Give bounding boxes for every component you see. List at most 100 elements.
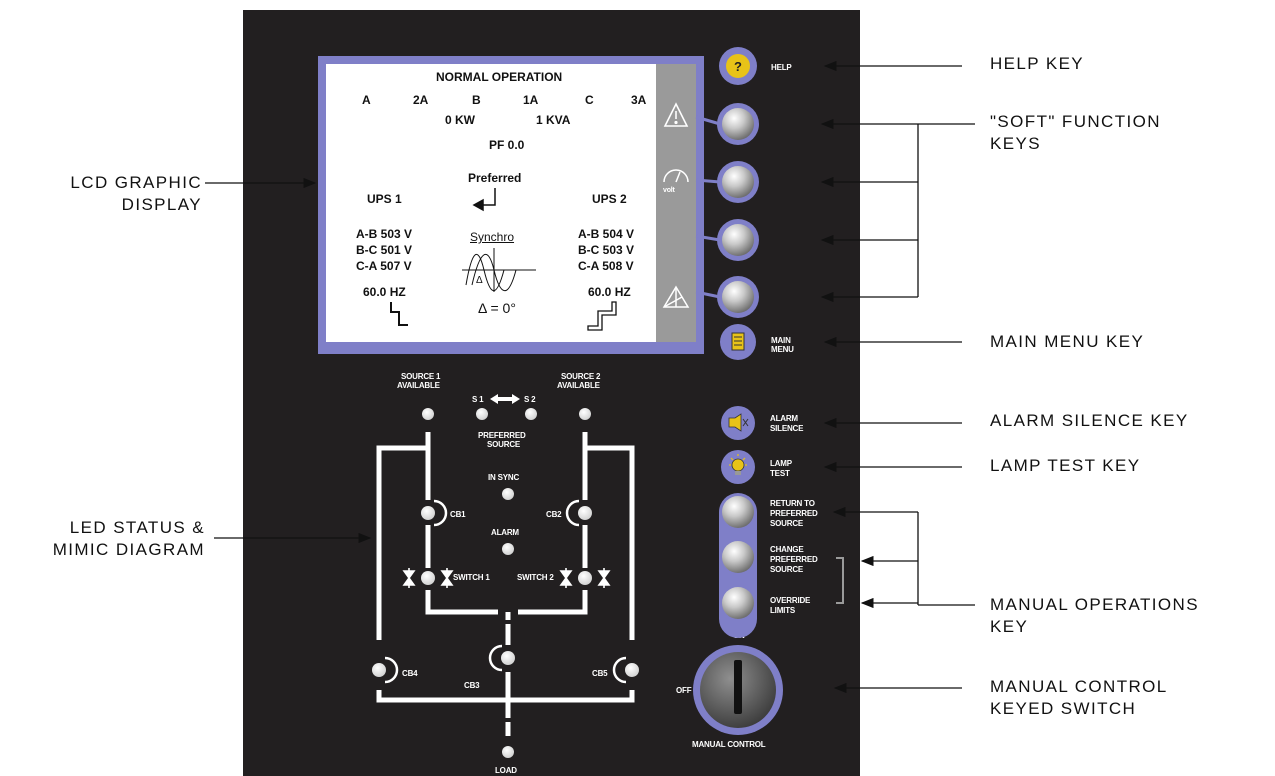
preferred-source-label-1: PREFERRED — [478, 431, 526, 440]
manual-ops-key-callout-line2: KEY — [990, 617, 1029, 636]
in-sync-label: IN SYNC — [488, 473, 520, 482]
preferred-source-double-arrow — [490, 394, 520, 404]
lcd-ups2-title: UPS 2 — [592, 192, 627, 206]
cb5-breaker — [612, 656, 639, 684]
return-to-preferred-label-1: RETURN TO — [770, 499, 815, 508]
change-preferred-label-1: CHANGE — [770, 545, 804, 554]
soft-key-3-button[interactable] — [717, 219, 759, 261]
cb5-label: CB5 — [592, 669, 608, 678]
light-bulb-icon — [731, 458, 745, 472]
lcd-current-b-label: B — [472, 93, 481, 107]
lcd-display-callout: LCD GRAPHIC DISPLAY — [70, 172, 202, 216]
soft-key-2-button[interactable] — [717, 161, 759, 203]
soft-keys-callout-line2: KEYS — [990, 134, 1041, 153]
sync-triangle-icon — [662, 285, 690, 308]
in-sync-led — [502, 488, 514, 500]
lcd-power-factor: PF 0.0 — [489, 138, 525, 152]
lcd-synchro-waveform-icon — [462, 248, 536, 292]
cb4-label: CB4 — [402, 669, 418, 678]
lcd-current-c-value: 3A — [631, 93, 647, 107]
lcd-display-callout-line1: LCD GRAPHIC — [70, 173, 202, 192]
keyed-switch-callout-line2: KEYED SWITCH — [990, 699, 1137, 718]
lcd-current-a-value: 2A — [413, 93, 429, 107]
main-menu-button[interactable] — [720, 324, 756, 360]
manual-control-keyed-switch[interactable] — [693, 645, 783, 735]
change-preferred-source-button[interactable] — [722, 541, 754, 573]
source1-label-2: AVAILABLE — [397, 381, 440, 390]
switch2-label: SWITCH 2 — [517, 573, 554, 582]
lcd-ups1-voltage-bc: B-C 501 V — [356, 243, 413, 257]
help-key-callout: HELP KEY — [990, 54, 1085, 73]
lcd-ups1-frequency: 60.0 HZ — [363, 285, 406, 299]
cb4-breaker — [372, 656, 399, 684]
alarm-silence-key-label-1: ALARM — [770, 414, 798, 423]
switch1-label: SWITCH 1 — [453, 573, 490, 582]
s1-preferred-led — [476, 408, 488, 420]
s2-label: S 2 — [524, 395, 536, 404]
lamp-test-button[interactable] — [721, 450, 755, 484]
soft-keys-callout: "SOFT" FUNCTION KEYS — [990, 111, 1161, 155]
lcd-current-a-label: A — [362, 93, 371, 107]
manual-control-label: MANUAL CONTROL — [692, 740, 766, 749]
switch1-symbol — [402, 568, 454, 588]
alarm-led — [502, 543, 514, 555]
main-menu-key-label-2: MENU — [771, 345, 794, 354]
led-status-callout: LED STATUS & MIMIC DIAGRAM — [53, 517, 205, 561]
lcd-ups2-voltage-ca: C-A 508 V — [578, 259, 634, 273]
alarm-silence-key-label-2: SILENCE — [770, 424, 804, 433]
led-status-callout-line2: MIMIC DIAGRAM — [52, 540, 205, 559]
source2-label-1: SOURCE 2 — [561, 372, 601, 381]
lcd-power-kw: 0 KW — [445, 113, 475, 127]
override-limits-label-2: LIMITS — [770, 606, 796, 615]
soft-keys-callout-line1: "SOFT" FUNCTION — [990, 112, 1161, 131]
lcd-graphic-display — [326, 64, 656, 342]
alarm-led-label: ALARM — [491, 528, 519, 537]
lcd-sync-delta-marker: Δ — [476, 275, 483, 286]
alarm-silence-key-callout: ALARM SILENCE KEY — [990, 411, 1189, 430]
volt-meter-icon-label: volt — [663, 187, 675, 194]
s1-label: S 1 — [472, 395, 484, 404]
lcd-preferred-arrow — [472, 188, 496, 212]
lcd-preferred-label: Preferred — [468, 171, 522, 185]
manual-ops-bracket — [836, 557, 844, 604]
load-label: LOAD — [495, 766, 517, 775]
volt-meter-icon — [663, 169, 689, 183]
main-menu-key-label-1: MAIN — [771, 336, 791, 345]
lcd-ups2-voltage-bc: B-C 503 V — [578, 243, 635, 257]
load-led — [502, 746, 514, 758]
key-slot-icon — [734, 660, 742, 714]
lcd-phase-delta: Δ = 0° — [478, 300, 516, 316]
help-button[interactable]: ? — [719, 47, 757, 85]
source2-label-2: AVAILABLE — [557, 381, 600, 390]
override-limits-button[interactable] — [722, 587, 754, 619]
lcd-current-b-value: 1A — [523, 93, 539, 107]
cb3-breaker — [488, 644, 515, 672]
change-preferred-label-3: SOURCE — [770, 565, 804, 574]
mimic-diagram-lines — [376, 432, 635, 736]
source2-available-led — [579, 408, 591, 420]
lcd-current-c-label: C — [585, 93, 594, 107]
soft-key-connectors — [695, 115, 721, 299]
cb2-label: CB2 — [546, 510, 562, 519]
lamp-test-key-label-1: LAMP — [770, 459, 792, 468]
soft-key-4-button[interactable] — [717, 276, 759, 318]
lamp-test-key-label-2: TEST — [770, 469, 790, 478]
keyed-switch-callout-line1: MANUAL CONTROL — [990, 677, 1168, 696]
soft-key-1-button[interactable] — [717, 103, 759, 145]
lamp-test-key-callout: LAMP TEST KEY — [990, 456, 1141, 475]
return-to-preferred-label-3: SOURCE — [770, 519, 804, 528]
lcd-ups1-title: UPS 1 — [367, 192, 402, 206]
source1-available-led — [422, 408, 434, 420]
preferred-source-label-2: SOURCE — [487, 440, 521, 449]
keyed-switch-callout: MANUAL CONTROL KEYED SWITCH — [990, 676, 1168, 720]
change-preferred-label-2: PREFERRED — [770, 555, 818, 564]
alarm-silence-button[interactable] — [721, 406, 755, 440]
override-limits-label-1: OVERRIDE — [770, 596, 811, 605]
return-to-preferred-button[interactable] — [722, 496, 754, 528]
cb2-breaker — [565, 499, 592, 527]
lcd-ups2-voltage-ab: A-B 504 V — [578, 227, 635, 241]
cb1-label: CB1 — [450, 510, 466, 519]
manual-ops-key-callout: MANUAL OPERATIONS KEY — [990, 594, 1199, 638]
switch2-symbol — [559, 568, 611, 588]
